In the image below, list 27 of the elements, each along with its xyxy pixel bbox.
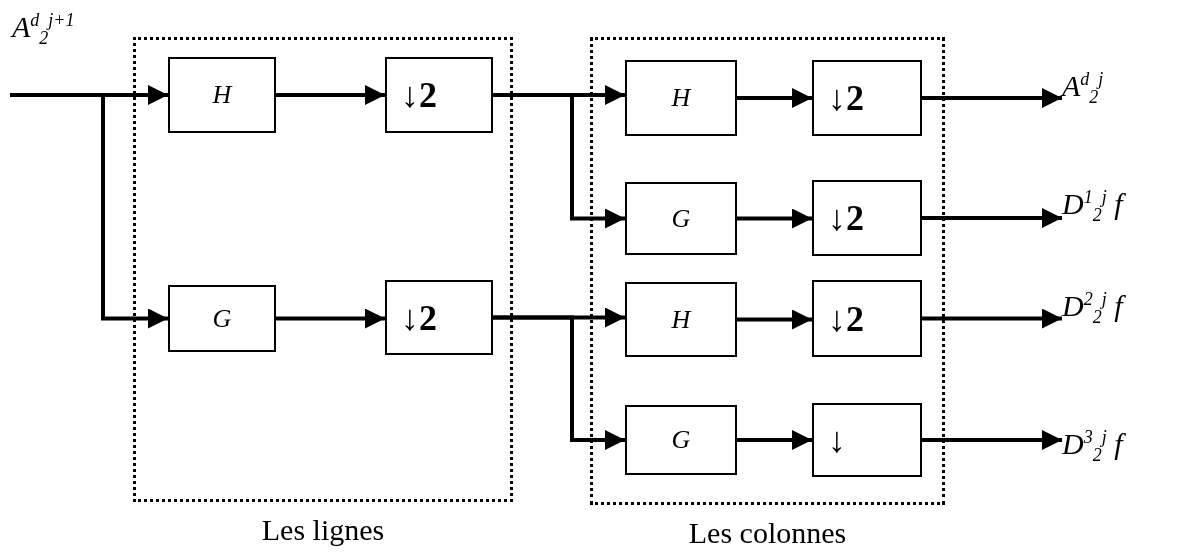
group-title: Les colonnes <box>687 516 848 550</box>
arrow <box>493 315 625 450</box>
downsampling-box: ↓2 <box>812 60 922 136</box>
arrow <box>922 430 1062 450</box>
filter-box: H <box>168 57 276 133</box>
downsampling-box: ↓2 <box>385 57 493 133</box>
filter-box: G <box>625 405 737 475</box>
arrow <box>493 93 625 229</box>
filter-box: G <box>168 285 276 352</box>
arrow <box>276 308 385 329</box>
arrow <box>737 88 812 108</box>
downsampling-box: ↓ <box>812 403 922 477</box>
filter-box: H <box>625 282 737 357</box>
downsampling-box: ↓2 <box>385 280 493 355</box>
arrow <box>737 309 812 330</box>
filter-box: G <box>625 182 737 255</box>
arrow <box>10 93 168 329</box>
arrow <box>922 208 1062 228</box>
arrow <box>737 208 812 229</box>
arrow <box>737 430 812 450</box>
downsampling-box: ↓2 <box>812 180 922 256</box>
downsampling-box: ↓2 <box>812 280 922 357</box>
filter-box: H <box>625 60 737 136</box>
group-title: Les lignes <box>260 513 386 547</box>
arrow <box>922 88 1062 108</box>
arrow <box>276 85 385 105</box>
arrow <box>922 308 1062 329</box>
